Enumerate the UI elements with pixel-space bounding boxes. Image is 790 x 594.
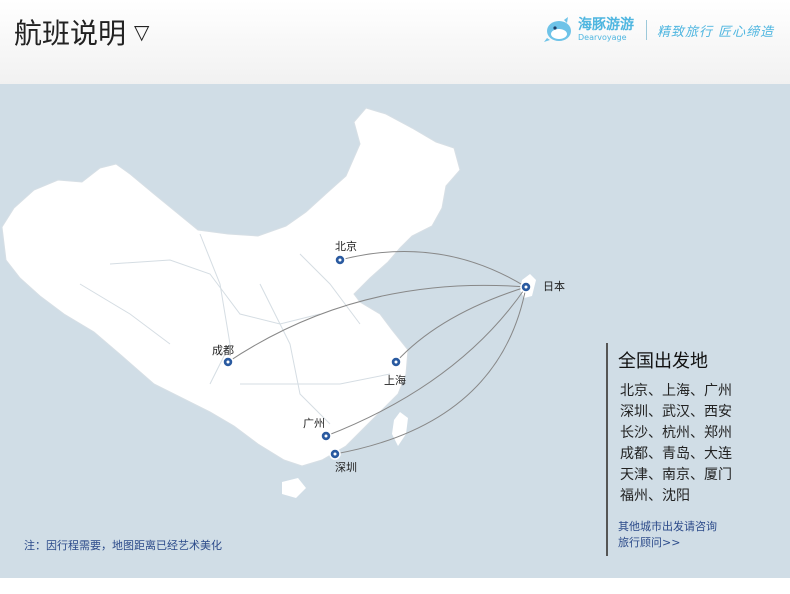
marker-shanghai[interactable]	[390, 356, 402, 368]
dolphin-icon	[544, 17, 571, 42]
logo-name-en: Dearvoyage	[578, 33, 627, 42]
departure-city-line: 深圳、武汉、西安	[620, 404, 732, 420]
departure-city-line: 天津、南京、厦门	[620, 467, 732, 483]
departure-city-list: 北京、上海、广州 深圳、武汉、西安 长沙、杭州、郑州 成都、青岛、大连 天津、南…	[620, 381, 732, 507]
marker-beijing[interactable]	[334, 254, 346, 266]
route-beijing-japan	[339, 250, 527, 288]
departure-panel: 全国出发地 北京、上海、广州 深圳、武汉、西安 长沙、杭州、郑州 成都、青岛、大…	[606, 343, 778, 556]
marker-shenzhen[interactable]	[329, 448, 341, 460]
consult-link-line[interactable]: 其他城市出发请咨询	[618, 520, 717, 533]
marker-guangzhou[interactable]	[320, 430, 332, 442]
marker-japan[interactable]	[520, 281, 532, 293]
departure-city-line: 长沙、杭州、郑州	[620, 425, 732, 441]
page-title: 航班说明 ▽	[14, 12, 149, 52]
marker-chengdu[interactable]	[222, 356, 234, 368]
logo-name-cn: 海豚游游	[578, 17, 634, 33]
departure-city-line: 福州、沈阳	[620, 488, 690, 504]
route-shanghai-japan	[395, 286, 527, 363]
city-label-shenzhen: 深圳	[335, 461, 357, 474]
province-borders	[79, 233, 391, 425]
footer-strip	[0, 578, 790, 594]
route-guangzhou-japan	[325, 286, 527, 437]
departure-city-line: 成都、青岛、大连	[620, 446, 732, 462]
flight-routes	[227, 250, 527, 455]
city-label-guangzhou: 广州	[303, 417, 325, 430]
map-canvas	[1, 107, 536, 498]
city-label-beijing: 北京	[335, 240, 357, 253]
route-shenzhen-japan	[334, 286, 527, 455]
logo-divider	[646, 20, 647, 40]
departure-city-line: 北京、上海、广州	[620, 383, 732, 399]
page-title-text: 航班说明	[14, 17, 127, 50]
hainan-island	[282, 478, 306, 498]
china-landmass	[1, 107, 461, 467]
triangle-down-icon[interactable]: ▽	[134, 20, 150, 44]
consult-link-line[interactable]: 旅行顾问>>	[618, 536, 681, 549]
city-label-japan: 日本	[543, 280, 565, 293]
city-markers	[222, 254, 532, 460]
consult-advisor-link[interactable]: 其他城市出发请咨询 旅行顾问>>	[618, 519, 717, 551]
departure-panel-title: 全国出发地	[618, 351, 708, 372]
map-note: 注：因行程需要，地图距离已经艺术美化	[24, 539, 222, 552]
city-label-shanghai: 上海	[384, 374, 406, 387]
city-label-chengdu: 成都	[212, 344, 234, 357]
taiwan-island	[392, 412, 408, 446]
brand-logo: 海豚游游 Dearvoyage 精致旅行 匠心缔造	[544, 16, 774, 44]
route-map: 北京 成都 上海 广州 深圳 日本	[0, 84, 790, 578]
header: 航班说明 ▽ 海豚游游 Dearvoyage 精致旅行 匠心缔造	[0, 0, 790, 84]
route-chengdu-japan	[227, 284, 527, 363]
brand-slogan: 精致旅行 匠心缔造	[657, 24, 775, 40]
